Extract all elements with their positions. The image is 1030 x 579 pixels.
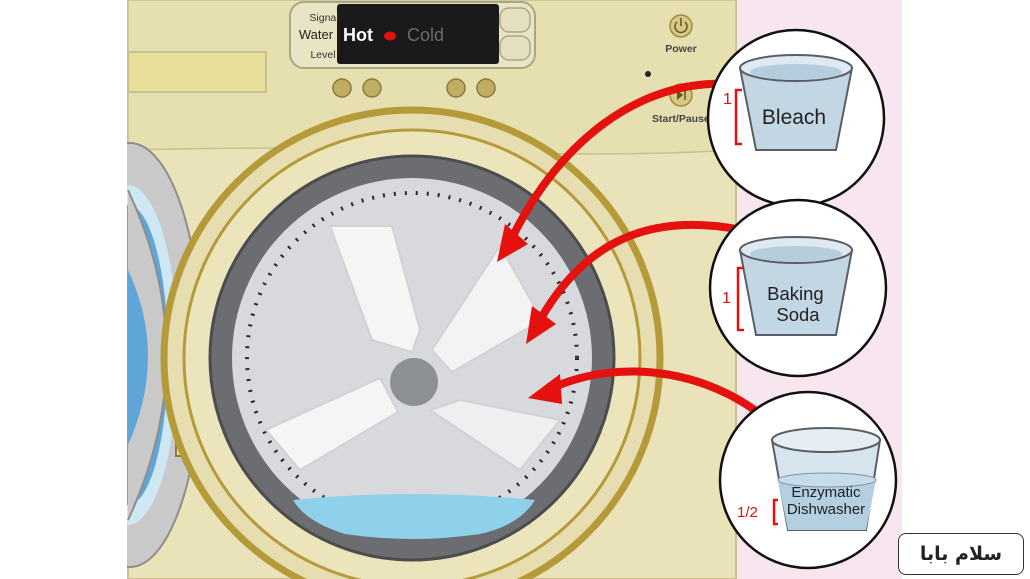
ingredient-amount: 1/2 bbox=[737, 504, 758, 521]
ingredient-baking-soda: 1 Baking Soda bbox=[708, 198, 888, 378]
cup-liquid bbox=[750, 246, 842, 262]
start-pause-label: Start/Pause bbox=[652, 113, 710, 125]
open-door-glass bbox=[128, 270, 148, 445]
panel-button[interactable] bbox=[332, 78, 352, 98]
ingredient-name-line: Bleach bbox=[762, 106, 826, 129]
drum bbox=[232, 178, 592, 538]
cold-label: Cold bbox=[407, 25, 444, 45]
hot-label: Hot bbox=[343, 25, 373, 45]
drum-hub bbox=[390, 358, 438, 406]
ingredient-amount: 1 bbox=[723, 91, 732, 108]
ingredient-name: Enzymatic Dishwasher bbox=[787, 484, 865, 518]
drum-paddles bbox=[264, 225, 562, 472]
cup-liquid bbox=[778, 480, 876, 530]
cup-liquid bbox=[750, 64, 842, 80]
arrowhead-baking-soda bbox=[526, 306, 556, 344]
panel-button[interactable] bbox=[476, 78, 496, 98]
panel-buttons bbox=[332, 78, 496, 98]
arrowhead-bleach bbox=[497, 224, 528, 262]
ingredient-dishwasher: 1/2 Enzymatic Dishwasher bbox=[718, 390, 898, 570]
power-label: Power bbox=[665, 43, 697, 55]
water-label: Water bbox=[299, 27, 334, 42]
signal-label: Signal bbox=[309, 12, 338, 24]
ingredient-amount: 1 bbox=[722, 290, 731, 307]
amount-bracket bbox=[736, 266, 744, 332]
panel-button[interactable] bbox=[362, 78, 382, 98]
indicator-dot bbox=[645, 71, 651, 77]
detergent-drawer bbox=[127, 51, 267, 93]
arrow-bleach bbox=[508, 79, 732, 242]
ingredient-name-line: Baking bbox=[767, 283, 824, 304]
ingredient-name-line: Enzymatic bbox=[791, 484, 861, 501]
drum-perforations bbox=[245, 191, 579, 525]
arrow-baking-soda bbox=[536, 220, 746, 324]
arrowhead-dishwasher bbox=[528, 374, 562, 404]
cup-rim bbox=[771, 427, 881, 453]
cup-liquid-surface bbox=[777, 472, 877, 488]
level-label: Level bbox=[310, 49, 335, 61]
ingredient-name: Baking Soda bbox=[767, 283, 829, 325]
power-button[interactable] bbox=[669, 14, 693, 38]
ingredient-bleach: 1 Bleach bbox=[706, 28, 886, 208]
ingredient-name-line: Dishwasher bbox=[787, 501, 865, 518]
amount-bracket bbox=[734, 88, 742, 146]
watermark-badge: سلام بابا bbox=[898, 533, 1024, 575]
page-left-margin bbox=[0, 0, 127, 579]
amount-bracket bbox=[772, 498, 778, 526]
ingredient-name: Bleach bbox=[762, 106, 826, 129]
ingredient-name-line: Soda bbox=[776, 304, 820, 325]
watermark-text: سلام بابا bbox=[919, 543, 1003, 565]
drum-water bbox=[293, 494, 535, 539]
display-panel: Signal Water Level Hot Cold bbox=[289, 1, 536, 69]
panel-button[interactable] bbox=[446, 78, 466, 98]
hot-indicator-light bbox=[384, 31, 396, 41]
